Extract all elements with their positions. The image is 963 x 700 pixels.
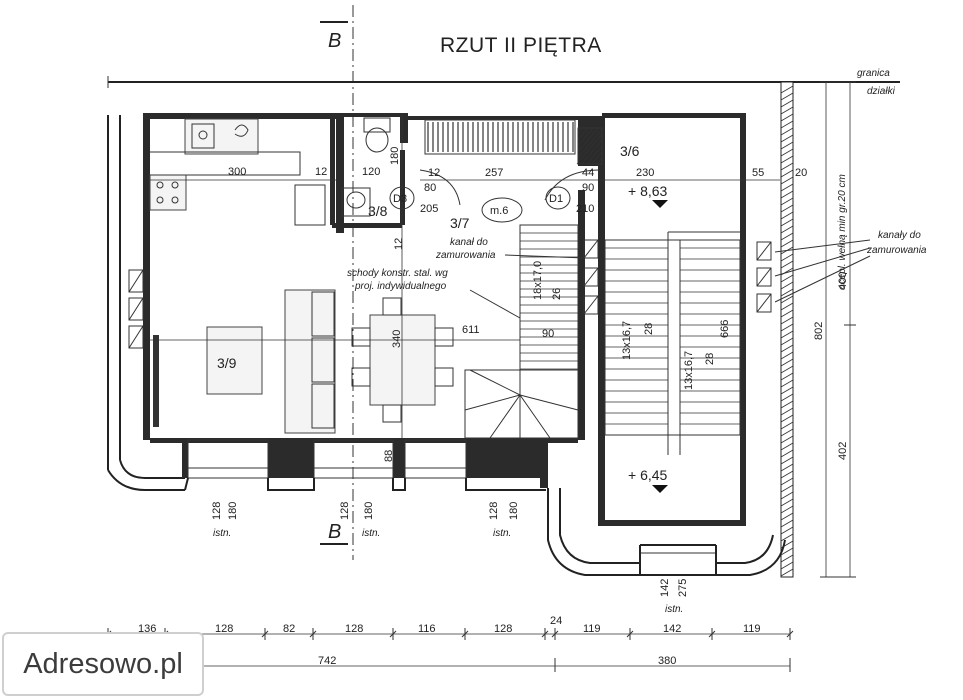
living-furniture (206, 289, 454, 434)
svg-text:380: 380 (658, 655, 676, 667)
dim-611: 611 (462, 324, 480, 336)
note-schody-1: schody konstr. stal. wg (347, 268, 448, 279)
svg-text:128: 128 (211, 502, 223, 520)
kitchen-counter (149, 118, 336, 226)
elevation-lower: + 6,45 (628, 467, 668, 483)
svg-text:180: 180 (363, 502, 375, 520)
dim-340: 340 (391, 330, 403, 348)
stair-left-run: 13x16,7 (621, 321, 633, 360)
dim-205: 205 (420, 203, 438, 215)
dim-88: 88 (383, 450, 395, 462)
svg-text:82: 82 (283, 623, 295, 635)
stair-main (464, 224, 599, 439)
leader-lines (150, 113, 871, 438)
room-label-3-8: 3/8 (368, 203, 388, 219)
svg-text:119: 119 (583, 623, 601, 635)
dim-12a: 12 (315, 166, 327, 178)
svg-text:180: 180 (227, 502, 239, 520)
section-marker-bottom: B (328, 521, 341, 543)
svg-text:istn.: istn. (493, 528, 511, 539)
svg-text:istn.: istn. (362, 528, 380, 539)
boundary-label-2: działki (867, 86, 896, 97)
note-schody-2: proj. indywidualnego (354, 281, 447, 292)
dim-12b: 12 (428, 167, 440, 179)
svg-text:275: 275 (677, 579, 689, 597)
dim-400: 400 (837, 272, 849, 290)
stair-hall (604, 200, 772, 493)
window-dim-2: 128 180 istn. (339, 502, 380, 539)
dim-300: 300 (228, 166, 246, 178)
note-kanal-2: zamurowania (435, 250, 496, 261)
dim-20: 20 (795, 167, 807, 179)
dim-12c: 12 (393, 238, 405, 250)
room-label-3-7: 3/7 (450, 215, 470, 231)
door-marker-d3 (389, 186, 415, 210)
stair-right-steps: 28 (704, 353, 716, 365)
stair-main-steps: 26 (551, 288, 563, 300)
watermark-text: Adresowo.pl (23, 647, 183, 680)
dim-80: 80 (424, 182, 436, 194)
bottom-dimension-chain-1: 136 128 82 128 116 128 24 119 142 119 (104, 615, 794, 640)
right-dimension-lines (820, 81, 856, 578)
watermark-logo: Adresowo.pl (2, 632, 204, 696)
boundary-label-1: granica (857, 68, 890, 79)
bottom-dimension-chain-2: 742 380 (108, 655, 791, 672)
elevation-upper: + 8,63 (628, 183, 668, 199)
svg-text:istn.: istn. (213, 528, 231, 539)
room-label-3-9: 3/9 (217, 355, 237, 371)
left-vent-boxes (128, 269, 159, 427)
room-label-3-6: 3/6 (620, 143, 640, 159)
plan-title: RZUT II PIĘTRA (440, 34, 602, 57)
room-label-m6: m.6 (490, 205, 508, 217)
svg-text:128: 128 (345, 623, 363, 635)
dim-44: 44 (582, 167, 594, 179)
svg-text:128: 128 (494, 623, 512, 635)
svg-text:24: 24 (550, 615, 562, 627)
door-label-d1: D1 (549, 193, 563, 205)
svg-text:142: 142 (663, 623, 681, 635)
dim-55: 55 (752, 167, 764, 179)
dim-257: 257 (485, 167, 503, 179)
wardrobe-hatch (424, 119, 604, 165)
window-dim-3: 128 180 istn. (488, 502, 520, 539)
stair-left-steps: 28 (643, 323, 655, 335)
boundary-wall-hatch (780, 81, 794, 578)
svg-text:742: 742 (318, 655, 336, 667)
dim-402: 402 (837, 442, 849, 460)
note-kanal-1: kanał do (450, 237, 488, 248)
dim-210: 210 (576, 203, 594, 215)
svg-text:180: 180 (508, 502, 520, 520)
svg-text:istn.: istn. (665, 604, 683, 615)
note-insulation: ocepl. wełną min gr.20 cm (837, 174, 848, 290)
svg-text:128: 128 (339, 502, 351, 520)
dim-802: 802 (813, 322, 825, 340)
room-marker-m6 (481, 197, 523, 223)
door-marker-d1 (545, 186, 571, 210)
dim-120: 120 (362, 166, 380, 178)
svg-text:142: 142 (659, 579, 671, 597)
window-dim-1: 128 180 istn. (211, 502, 239, 539)
bathroom-fixtures (341, 117, 601, 217)
svg-text:116: 116 (418, 623, 436, 635)
section-marker-top: B (328, 30, 341, 52)
dim-666: 666 (719, 320, 731, 338)
dim-90b: 90 (542, 328, 554, 340)
dim-180: 180 (389, 147, 401, 165)
stair-main-run: 18x17,0 (532, 261, 544, 300)
svg-text:119: 119 (743, 623, 761, 635)
dim-230: 230 (636, 167, 654, 179)
note-kanaly-1: kanały do (878, 230, 921, 241)
window-dim-4: 142 275 istn. (659, 579, 689, 615)
door-label-d3: D3 (393, 193, 407, 205)
dim-90a: 90 (582, 182, 594, 194)
svg-text:128: 128 (215, 623, 233, 635)
svg-text:128: 128 (488, 502, 500, 520)
note-kanaly-2: zamurowania (866, 245, 927, 256)
stair-right-run: 13x16,7 (683, 351, 695, 390)
